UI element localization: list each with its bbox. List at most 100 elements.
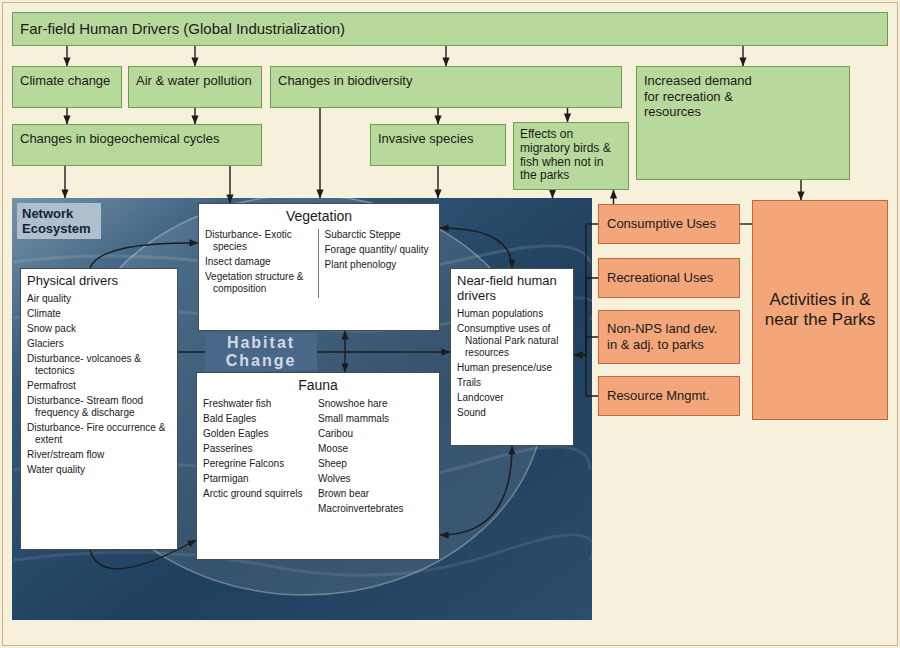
connector — [742, 46, 743, 66]
activity-box: Resource Mngmt. — [598, 376, 740, 416]
box-heading: Vegetation — [205, 208, 433, 225]
list-item: Subarctic Steppe — [325, 229, 434, 241]
box-label: Changes in biogeochemical cycles — [20, 131, 219, 147]
box-label: Resource Mngmt. — [607, 388, 710, 404]
box-label: Activities in & near the Parks — [761, 290, 879, 331]
box-heading: Near-field human drivers — [457, 273, 567, 303]
water-photo — [12, 198, 592, 620]
list-columns: Freshwater fishBald EaglesGolden EaglesP… — [203, 398, 433, 518]
list-item: Snow pack — [27, 323, 171, 335]
list-item: Landcover — [457, 392, 567, 404]
driver-box: Increased demand for recreation & resour… — [636, 66, 850, 180]
diagram-label: Habitat Change — [205, 333, 317, 371]
list-item: Vegetation structure & composition — [205, 271, 314, 295]
connector — [613, 190, 614, 204]
list-item: Plant phenology — [325, 259, 434, 271]
connector — [574, 355, 598, 396]
activity-box: Recreational Uses — [598, 258, 740, 298]
driver-box: Changes in biodiversity — [270, 66, 622, 108]
connector — [437, 108, 438, 124]
connector — [66, 46, 67, 66]
list-item: Small mammals — [318, 413, 433, 425]
list-item: Disturbance- Fire occurrence & extent — [27, 422, 171, 446]
box-label: Non-NPS land dev. in & adj. to parks — [607, 321, 731, 352]
connector — [567, 108, 568, 122]
box-label: Recreational Uses — [607, 270, 713, 286]
list-item: Bald Eagles — [203, 413, 318, 425]
connector — [344, 331, 345, 372]
connector — [66, 108, 67, 124]
list-item: Forage quantity/ quality — [325, 244, 434, 256]
connector — [574, 224, 598, 355]
box-label: Climate change — [20, 73, 110, 89]
connector — [440, 446, 512, 535]
list-item: Wolves — [318, 473, 433, 485]
component-box: Physical driversAir qualityClimateSnow p… — [20, 268, 178, 550]
ecosystem-region: Network Ecosystem VegetationDisturbance- … — [12, 198, 592, 620]
driver-box: Changes in biogeochemical cycles — [12, 124, 262, 166]
driver-box: Air & water pollution — [128, 66, 262, 108]
region-heading: Network Ecosystem — [17, 203, 101, 239]
driver-box: Climate change — [12, 66, 122, 108]
list-item: Golden Eagles — [203, 428, 318, 440]
list-item: Ptarmigan — [203, 473, 318, 485]
connector — [740, 223, 752, 224]
connector — [574, 337, 598, 355]
activity-box: Activities in & near the Parks — [752, 200, 888, 420]
component-box: VegetationDisturbance- Exotic speciesIns… — [198, 203, 440, 331]
list-item: Freshwater fish — [203, 398, 318, 410]
driver-box: Invasive species — [370, 124, 506, 166]
list-item: Sheep — [318, 458, 433, 470]
list-item: Macroinvertebrates — [318, 503, 433, 515]
list-item: Sound — [457, 407, 567, 419]
driver-box: Effects on migratory birds & fish when n… — [513, 122, 629, 190]
component-box: Near-field human driversHuman population… — [450, 268, 574, 446]
list-column: Snowshoe hareSmall mammalsCaribouMooseSh… — [318, 398, 433, 518]
list-item: Brown bear — [318, 488, 433, 500]
connector — [800, 180, 801, 200]
driver-box: Far-field Human Drivers (Global Industri… — [12, 12, 888, 46]
list-item: Human populations — [457, 308, 567, 320]
list-item: Moose — [318, 443, 433, 455]
list-item: Peregrine Falcons — [203, 458, 318, 470]
box-label: Increased demand for recreation & resour… — [644, 73, 756, 120]
connector — [64, 166, 65, 198]
list-item: Disturbance- Stream flood frequency & di… — [27, 395, 171, 419]
connector — [90, 243, 198, 268]
list-item: Consumptive uses of National Park natura… — [457, 323, 567, 359]
component-box: FaunaFreshwater fishBald EaglesGolden Ea… — [196, 372, 440, 560]
list-columns: Disturbance- Exotic speciesInsect damage… — [205, 229, 433, 298]
list-item: Trails — [457, 377, 567, 389]
list-item: Glaciers — [27, 338, 171, 350]
box-heading: Fauna — [203, 377, 433, 394]
list-item: Human presence/use — [457, 362, 567, 374]
box-label: Changes in biodiversity — [278, 73, 412, 89]
activity-box: Consumptive Uses — [598, 204, 740, 244]
connector — [319, 108, 320, 198]
box-heading: Physical drivers — [27, 273, 171, 288]
list-item: Permafrost — [27, 380, 171, 392]
list-item: Insect damage — [205, 256, 314, 268]
connector — [445, 46, 446, 66]
activity-box: Non-NPS land dev. in & adj. to parks — [598, 310, 740, 364]
list-item: Climate — [27, 308, 171, 320]
box-label: Effects on migratory birds & fish when n… — [520, 128, 622, 183]
list-column: Subarctic SteppeForage quantity/ quality… — [318, 229, 434, 298]
list-item: Snowshoe hare — [318, 398, 433, 410]
list-item: Water quality — [27, 464, 171, 476]
box-label: Consumptive Uses — [607, 216, 716, 232]
connector — [552, 190, 553, 198]
list-item: Passerines — [203, 443, 318, 455]
list-item: Disturbance- Exotic species — [205, 229, 314, 253]
list-column: Disturbance- Exotic speciesInsect damage… — [205, 229, 314, 298]
list-item: River/stream flow — [27, 449, 171, 461]
box-label: Invasive species — [378, 131, 473, 147]
box-label: Far-field Human Drivers (Global Industri… — [20, 20, 345, 38]
connector — [229, 166, 230, 203]
list-item: Arctic ground squirrels — [203, 488, 318, 500]
page-frame — [3, 3, 898, 646]
connector — [440, 228, 512, 268]
connector — [194, 46, 195, 66]
connector — [574, 278, 598, 355]
